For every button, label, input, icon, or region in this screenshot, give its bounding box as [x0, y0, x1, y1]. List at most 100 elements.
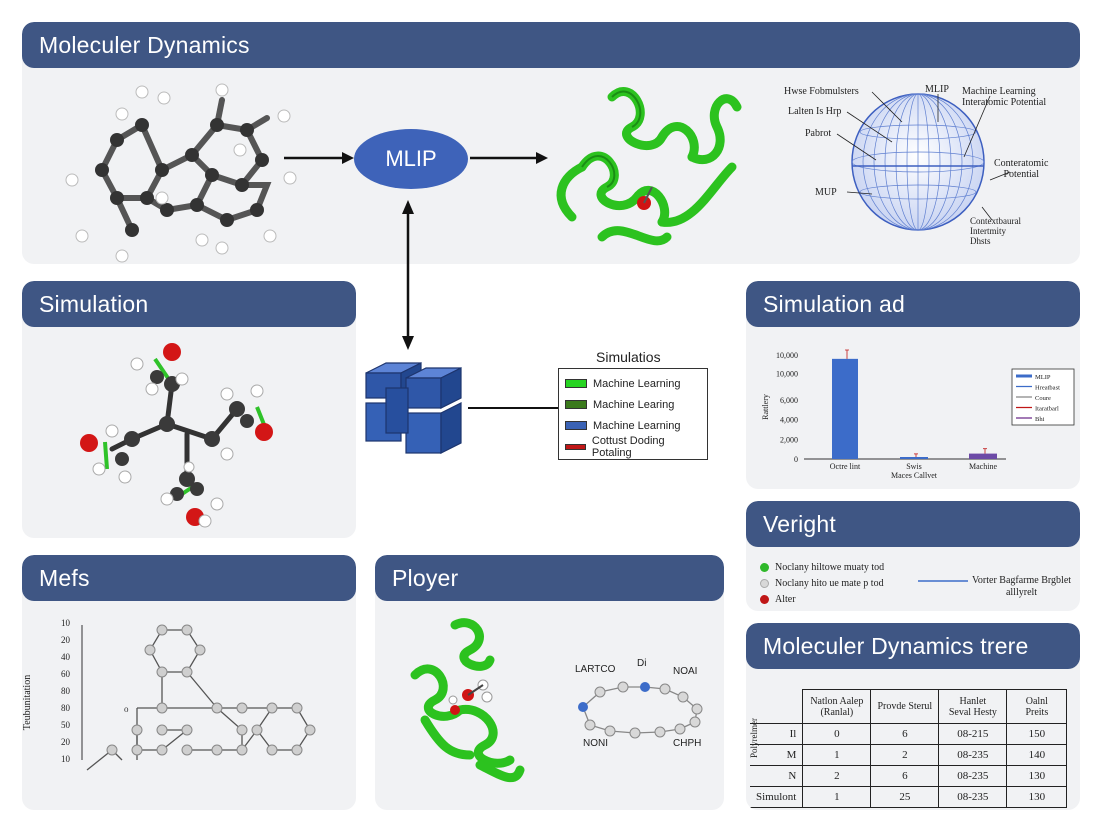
row-label: M [750, 744, 804, 766]
legend-label: Machine Learing [593, 398, 675, 411]
simulation-panel: Simulation [22, 281, 356, 538]
legend-dot-icon [760, 562, 769, 572]
sphere-callout-lines [836, 91, 1011, 221]
legend-label: Itaratbarl [1035, 406, 1059, 413]
veright-panel: Veright Noclany hiltowe muaty tod Noclan… [746, 501, 1080, 611]
legend-label: Coure [1035, 395, 1051, 402]
vertical-double-arrow-icon [402, 200, 414, 350]
sphere-label-right-bot: Contextbaural Intertmity Dhsts [970, 216, 1021, 246]
sphere-label-top-right: Machine Learning Interatomic Potential [962, 86, 1047, 108]
table-cell: 6 [870, 723, 940, 745]
table-cell: 140 [1006, 744, 1068, 766]
table-cell: 08-235 [938, 765, 1008, 787]
center-legend: Machine Learning Machine Learing Machine… [558, 368, 708, 460]
mefs-structure-graphic: o [81, 624, 316, 771]
x-tick-label: Machine [969, 462, 997, 471]
bar [900, 457, 928, 459]
y-tick-label: 6,000 [780, 396, 798, 405]
mefs-panel: Mefs Teubunitation 10 20 40 60 80 80 50 … [22, 555, 356, 810]
table-cell: 2 [802, 765, 872, 787]
legend-swatch [565, 443, 586, 450]
ployer-label-noni: NONI [583, 738, 608, 749]
x-tick-label: Octre lint [830, 462, 861, 471]
aromatic-molecule-graphic [65, 83, 297, 263]
row-label: Simulont [750, 786, 804, 808]
ployer-panel: Ployer LARTCO Di NOAI NONI CHPH [375, 555, 724, 810]
veright-legend: Noclany hiltowe muaty tod Noclany hito u… [760, 559, 884, 607]
arrow-from-mlip-icon [470, 152, 548, 164]
mefs-y-axis-label: Teubunitation [22, 674, 34, 731]
sphere-label-right-mid: Conteratomic Potential [994, 158, 1049, 180]
table-row: Il 0 6 08-215 150 [750, 723, 1068, 745]
ployer-label-chph: CHPH [673, 738, 702, 749]
table-cell: 1 [802, 786, 872, 808]
y-tick: 20 [61, 635, 70, 645]
y-tick-label: 0 [794, 455, 798, 464]
table-cell: 25 [870, 786, 940, 808]
row-label: N [750, 765, 804, 787]
table-cell: 0 [802, 723, 872, 745]
arrow-to-mlip-icon [284, 152, 354, 164]
table-row: N 2 6 08-235 130 [750, 765, 1068, 787]
y-tick: 20 [61, 737, 70, 747]
ployer-protein-graphic [410, 618, 525, 783]
legend-swatch [565, 400, 587, 409]
table-cell: 2 [870, 744, 940, 766]
mefs-panel-title: Mefs [22, 555, 356, 601]
y-tick: 50 [61, 720, 70, 730]
table-cell: 08-235 [938, 786, 1008, 808]
y-tick: 10 [61, 754, 70, 764]
center-legend-item: Machine Learning [565, 373, 701, 394]
legend-dot-icon [760, 594, 769, 604]
y-tick-label: 10,000 [776, 351, 798, 360]
veright-legend-item: Noclany hito ue mate p tod [760, 575, 884, 591]
md-table-panel-title: Moleculer Dynamics trere [746, 623, 1080, 669]
legend-label: Noclany hito ue mate p tod [775, 577, 884, 589]
legend-label: Machine Learning [593, 419, 681, 432]
ployer-label-noai: NOAI [673, 666, 698, 677]
bar [969, 453, 997, 459]
x-tick-label: Swis [906, 462, 922, 471]
table-header-row: Natlon Aalep (Ranlal) Provde Sterul Hanl… [750, 689, 1068, 724]
ployer-ring-graphic [578, 681, 703, 739]
veright-panel-title: Veright [746, 501, 1080, 547]
veright-legend-item: Noclany hiltowe muaty tod [760, 559, 884, 575]
table-header-cell: Oalnl Preits [1006, 689, 1068, 724]
legend-swatch [565, 379, 587, 388]
simulation-panel-title: Simulation [22, 281, 356, 327]
center-legend-item: Machine Learning [565, 415, 701, 436]
legend-label: Hreatbast [1035, 385, 1060, 392]
svg-text:o: o [124, 704, 129, 714]
center-legend-title: Simulatios [596, 349, 661, 365]
y-tick: 60 [61, 669, 70, 679]
legend-label: Noclany hiltowe muaty tod [775, 561, 885, 573]
table-cell: 150 [1006, 723, 1068, 745]
mefs-y-ticks: 10 20 40 60 80 80 50 20 10 [58, 615, 70, 768]
row-label: Il [750, 723, 804, 745]
sphere-label-left4: MUP [815, 187, 837, 198]
legend-swatch [565, 421, 587, 430]
sphere-label-left2: Lalten Is Hrp [788, 106, 842, 117]
table-cell: 1 [802, 744, 872, 766]
sphere-label-left3: Pabrot [805, 128, 832, 139]
simulation-ad-panel-title: Simulation ad [746, 281, 1080, 327]
branched-molecule-graphic [80, 343, 273, 528]
table-row: Simulont 1 25 08-235 130 [750, 786, 1068, 808]
center-legend-item: Cottust Doding Potaling [565, 435, 701, 459]
table-header-cell: Hanlet Seval Hesty [938, 689, 1008, 724]
sphere-label-top-mid: MLIP [925, 84, 949, 95]
mlip-node: MLIP [354, 129, 468, 189]
table-cell: 130 [1006, 765, 1068, 787]
mlip-node-label: MLIP [385, 146, 437, 171]
legend-label: Machine Learning [593, 377, 681, 390]
legend-dot-icon [760, 578, 769, 588]
veright-line-icon [918, 580, 968, 582]
center-legend-item: Machine Learing [565, 394, 701, 415]
y-tick-label: 2,000 [780, 435, 798, 444]
y-tick: 10 [61, 618, 70, 628]
top-panel: Moleculer Dynamics [22, 22, 1080, 264]
table-header-cell: Provde Sterul [870, 689, 940, 724]
x-tick-label: Maces Callvet [891, 471, 938, 480]
table-cell: 08-215 [938, 723, 1008, 745]
